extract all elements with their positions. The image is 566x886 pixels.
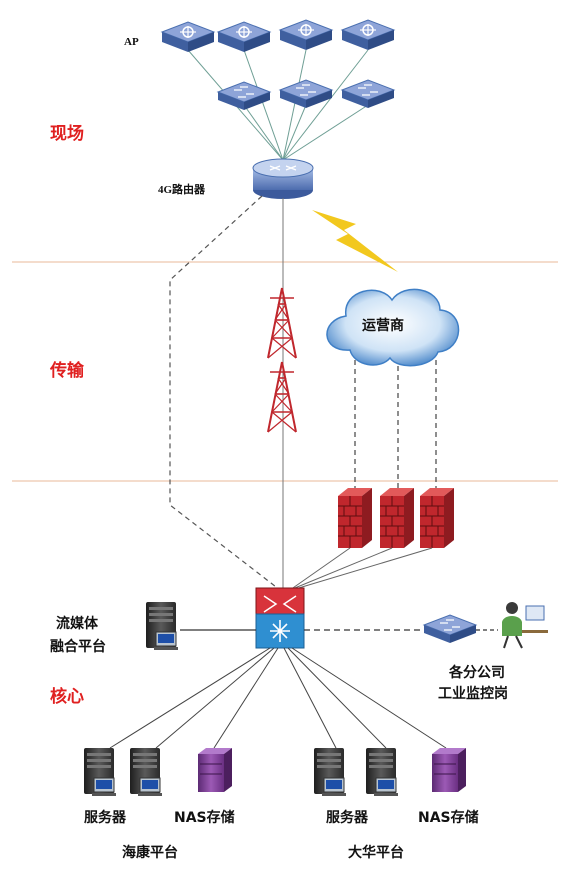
ap-icon <box>279 19 333 51</box>
server-icon <box>365 747 399 797</box>
operator-icon <box>502 602 548 649</box>
firewall-icon <box>419 487 455 549</box>
ap-icon <box>217 21 271 53</box>
platform-label-left: 海康平台 <box>122 844 178 861</box>
nas-label-right: NAS存储 <box>418 809 479 826</box>
tower-icon <box>267 287 297 359</box>
firewall-icon <box>379 487 415 549</box>
server-icon <box>313 747 347 797</box>
firewall-core-links <box>289 547 433 591</box>
carrier-label: 运营商 <box>362 317 404 334</box>
zone-label-core: 核心 <box>50 686 84 707</box>
server-label-right: 服务器 <box>326 809 369 826</box>
lightning-icon <box>312 210 398 272</box>
platform-label-right: 大华平台 <box>348 844 404 861</box>
core-downlinks <box>109 647 447 749</box>
server-icon <box>129 747 163 797</box>
server-label-left: 服务器 <box>84 809 127 826</box>
branch-label-1: 各分公司 <box>448 664 505 681</box>
zone-label-onsite: 现场 <box>50 124 84 144</box>
switch-icon <box>279 79 333 109</box>
core-switch-icon <box>255 587 305 649</box>
branch-switch-icon <box>423 614 477 644</box>
router-icon <box>252 158 314 199</box>
ap-uplinks <box>187 49 369 161</box>
switch-icon <box>341 79 395 109</box>
carrier-firewall-links <box>354 360 437 492</box>
nas-icon <box>431 747 467 793</box>
ap-icon <box>341 19 395 51</box>
branch-label-2: 工业监控岗 <box>438 685 508 702</box>
zone-label-transport: 传输 <box>49 360 85 381</box>
tower-icon <box>267 361 297 433</box>
cloud-icon <box>326 288 460 367</box>
media-platform-label-2: 融合平台 <box>50 638 106 655</box>
media-platform-label-1: 流媒体 <box>56 615 99 632</box>
server-icon <box>83 747 117 797</box>
nas-label-left: NAS存储 <box>174 809 235 826</box>
switch-icon <box>217 81 271 111</box>
router-label: 4G路由器 <box>158 182 206 196</box>
dashed-link-router-core <box>169 195 281 591</box>
nas-icon <box>197 747 233 793</box>
firewall-icon <box>337 487 373 549</box>
ap-label: AP <box>124 36 139 48</box>
ap-icon <box>161 21 215 53</box>
media-platform-server-icon <box>145 601 179 651</box>
